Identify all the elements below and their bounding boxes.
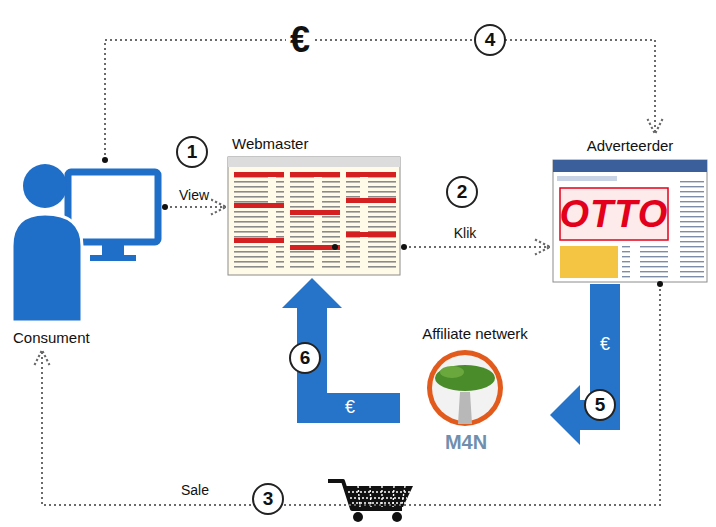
- consumer-node: Consument: [5, 160, 165, 350]
- webmaster-screenshot: [228, 157, 400, 275]
- arrow-line: [404, 246, 550, 248]
- node-heading: Webmaster: [232, 135, 308, 153]
- callout-number: 5: [584, 389, 616, 421]
- node-heading: Affiliate netwerk: [422, 325, 528, 343]
- arrow-head: [550, 385, 580, 445]
- money-flow-arrow: [550, 284, 605, 445]
- webmaster-node: Webmaster: [226, 132, 404, 278]
- brand-logo-text: OTTO: [560, 195, 669, 233]
- person-icon: [12, 164, 82, 322]
- callout-number: 4: [474, 24, 506, 56]
- flow-label: Sale: [179, 483, 211, 498]
- currency-symbol: €: [598, 335, 612, 355]
- flow-label: Klik: [452, 226, 479, 241]
- node-heading: Adverteerder: [587, 137, 674, 155]
- cart-icon: [328, 481, 413, 522]
- arrow-line: [42, 284, 660, 505]
- callout-number: 2: [446, 176, 478, 208]
- currency-symbol: €: [286, 20, 314, 60]
- money-flow-arrow: [282, 278, 400, 408]
- callout-number: 6: [289, 342, 321, 374]
- node-heading: Consument: [13, 329, 90, 347]
- callout-number: 1: [176, 136, 208, 168]
- flow-label: View: [177, 188, 211, 203]
- network-logo: [427, 350, 503, 426]
- callout-number: 3: [252, 483, 284, 515]
- arrow-line: [165, 206, 226, 208]
- arrow-head: [282, 278, 342, 308]
- dotted-flow-arrow: [404, 247, 550, 248]
- arrow-shaft: [312, 307, 400, 408]
- dotted-flow-arrow: [42, 284, 660, 505]
- currency-symbol: €: [343, 398, 357, 418]
- network-logo-text: M4N: [445, 432, 487, 452]
- dotted-flow-arrow: [165, 207, 226, 208]
- connectors: [42, 40, 660, 505]
- advertiser-screenshot: [553, 160, 707, 282]
